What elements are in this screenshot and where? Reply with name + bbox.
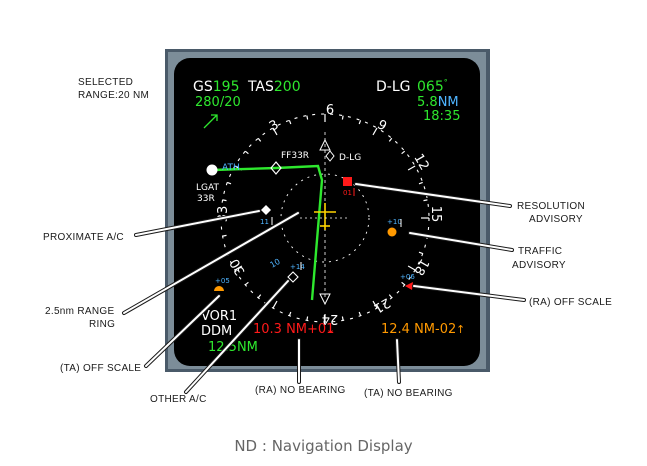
callout-ra-no-bearing: (RA) NO BEARING: [255, 385, 346, 396]
callout-range-ring-2: RING: [89, 319, 115, 330]
compass-tick: [407, 165, 416, 171]
compass-tick: [244, 150, 249, 155]
wind-readout: 280/20: [195, 95, 241, 110]
compass-tick: [244, 281, 249, 286]
compass-label-18: 18: [410, 256, 431, 278]
time-readout: 18:35: [423, 109, 460, 124]
callout-ra-off-scale: (RA) OFF SCALE: [529, 297, 612, 308]
compass-tick: [388, 137, 393, 142]
compass-tick: [234, 265, 243, 271]
ta-traffic-alt: +10: [387, 218, 402, 226]
distance-readout: 5.8NM: [417, 95, 459, 110]
ra-nobearing-arrow-icon: ↓: [326, 323, 335, 336]
proximate-traffic-icon: [261, 205, 271, 215]
other-traffic-icon: [287, 271, 299, 283]
wind-arrow-icon: [203, 114, 218, 129]
compass-tick: [372, 300, 378, 309]
compass-tick: [358, 311, 362, 316]
waypoint-dlg-label: D-LG: [339, 153, 361, 163]
ra-offscale-alt: +06: [400, 273, 415, 281]
compass-tick: [401, 150, 406, 155]
callout-selected-range-2: RANGE:20 NM: [78, 90, 149, 101]
compass-label-6: 6: [326, 103, 334, 118]
compass-tick: [423, 199, 428, 202]
callout-resolution-advisory-2: ADVISORY: [529, 214, 583, 225]
callout-ta-off-scale: (TA) OFF SCALE: [60, 363, 141, 374]
compass-tick: [257, 294, 262, 299]
heading-triangle-bottom: [319, 293, 331, 306]
compass-tick: [341, 316, 344, 321]
callout-range-ring-1: 2.5nm RANGE: [45, 306, 114, 317]
heading-readout: 065°: [417, 78, 448, 95]
other-traffic-alt: +14: [290, 263, 305, 271]
nav-ident: D-LG: [376, 79, 410, 95]
callout-leaders: [122, 182, 526, 394]
vor-label: VOR1: [201, 309, 237, 324]
callout-resolution-advisory-1: RESOLUTION: [517, 201, 585, 212]
waypoint-dlg-icon: [325, 150, 335, 162]
compass-label-21: 21: [371, 294, 393, 315]
ra-traffic-alt: 01: [343, 189, 352, 197]
compass-tick: [407, 265, 416, 271]
compass-tick: [401, 281, 406, 286]
ta-traffic-icon: [387, 227, 397, 237]
ra-traffic-icon: [343, 177, 352, 186]
compass-tick: [272, 127, 278, 136]
ra-nobearing-readout: 10.3 NM+01: [253, 322, 334, 337]
callout-proximate: PROXIMATE A/C: [43, 232, 124, 243]
ta-offscale-icon: [214, 286, 224, 291]
ta-nobearing-readout: 12.4 NM-02: [381, 322, 456, 337]
compass-tick: [306, 316, 309, 321]
compass-tick: [372, 127, 378, 136]
runway-number: 33R: [197, 194, 215, 204]
heading-triangle-top: [319, 138, 331, 151]
compass-tick: [341, 115, 344, 120]
ra-offscale-icon: [405, 282, 413, 290]
compass-tick: [222, 199, 227, 202]
compass-tick: [288, 311, 292, 316]
range-ring-2.5nm: [280, 173, 370, 263]
waypoint-lgat-icon: [206, 164, 218, 176]
waypoint-ff33r-icon: [270, 161, 282, 175]
flight-plan-route: [211, 164, 324, 301]
callout-selected-range-1: SELECTED: [78, 77, 133, 88]
proximate-traffic-alt: 11: [260, 218, 269, 226]
waypoint-ff33r-label: FF33R: [281, 151, 309, 161]
callout-traffic-advisory-2: ADVISORY: [512, 260, 566, 271]
compass-tick: [227, 181, 232, 185]
runway-name: LGAT: [196, 183, 219, 193]
range-ring-label: 10: [269, 257, 282, 270]
compass-tick: [222, 234, 227, 237]
compass-tick: [257, 137, 262, 142]
ta-offscale-alt: +05: [215, 277, 230, 285]
ground-speed: GS195 TAS200: [193, 79, 301, 95]
compass-label-15: 15: [428, 206, 443, 223]
compass-tick: [272, 300, 278, 309]
compass-label-12: 12: [410, 151, 431, 173]
compass-tick: [358, 120, 362, 125]
compass-label-30: 30: [227, 256, 248, 278]
vor-distance: 12.5NM: [208, 340, 258, 355]
waypoint-ath-label: ATH: [222, 163, 240, 173]
compass-tick: [288, 120, 292, 125]
ddm-label: DDM: [201, 324, 232, 339]
compass-tick: [418, 251, 423, 255]
compass-tick: [306, 115, 309, 120]
callout-ta-no-bearing: (TA) NO BEARING: [364, 388, 453, 399]
ta-nobearing-arrow-icon: ↑: [456, 323, 465, 336]
callout-traffic-advisory-1: TRAFFIC: [518, 246, 562, 257]
callout-other-ac: OTHER A/C: [150, 394, 207, 405]
aircraft-symbol: [314, 203, 336, 230]
compass-label-24: 24: [322, 311, 339, 326]
compass-tick: [418, 181, 423, 185]
figure-caption: ND : Navigation Display: [234, 437, 413, 455]
compass-tick: [388, 294, 393, 299]
